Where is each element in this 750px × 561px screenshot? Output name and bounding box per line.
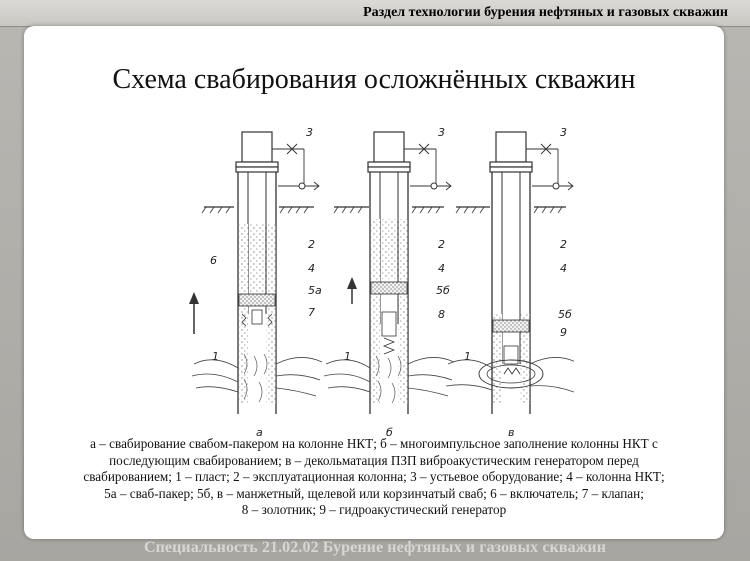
panel-b-label-3: 3 (438, 126, 445, 139)
panel-c-label-4: 4 (560, 262, 567, 275)
footer-specialty: Специальность 21.02.02 Бурение нефтяных … (143, 539, 607, 556)
caption-line: последующим свабированием; в – декольмат… (109, 452, 639, 468)
panel-c-letter: в (508, 426, 514, 439)
caption-line: а – свабирование свабом-пакером на колон… (90, 436, 658, 451)
panel-a-label-6: 6 (210, 254, 217, 267)
slide-title: Схема свабирования осложнённых скважин (112, 64, 636, 95)
panel-c-label-9: 9 (560, 326, 567, 339)
panel-b-label-5b: 5б (436, 284, 450, 297)
panel-b: 3 2 4 5б 8 1 б (323, 126, 455, 439)
diagram-caption: а – свабирование свабом-пакером на колон… (24, 436, 724, 519)
panel-b-label-2: 2 (438, 238, 445, 251)
caption-line: 8 – золотник; 9 – гидроакустический гене… (241, 502, 507, 518)
panel-a-label-3: 3 (306, 126, 313, 139)
section-title: Раздел технологии бурения нефтяных и газ… (363, 5, 728, 20)
panel-a-label-5a: 5а (308, 284, 322, 297)
caption-line: свабированием; 1 – пласт; 2 – эксплуатац… (83, 469, 665, 485)
panel-b-label-4: 4 (438, 262, 445, 275)
slide: Схема свабирования осложнённых скважин (24, 26, 724, 539)
panel-a-label-4: 4 (308, 262, 315, 275)
panel-c-label-1: 1 (464, 350, 471, 363)
panel-a: 3 2 6 4 5а 7 1 а (189, 126, 323, 439)
panel-a-label-7: 7 (308, 306, 315, 319)
panel-b-label-8: 8 (438, 308, 445, 321)
panel-c-label-3: 3 (560, 126, 567, 139)
panel-a-label-2: 2 (308, 238, 315, 251)
panel-c-label-5b: 5б (558, 308, 572, 321)
panel-c-label-2: 2 (560, 238, 567, 251)
caption-line: 5а – сваб-пакер; 5б, в – манжетный, щеле… (104, 485, 644, 501)
panel-b-label-1: 1 (344, 350, 351, 363)
header-bar: Раздел технологии бурения нефтяных и газ… (0, 0, 750, 27)
panel-b-letter: б (386, 426, 393, 439)
well-swabbing-diagram: 3 2 6 4 5а 7 1 а (189, 126, 574, 439)
panel-c: 3 2 4 5б 9 1 в (445, 126, 574, 439)
panel-a-label-1: 1 (212, 350, 219, 363)
panel-a-letter: а (256, 426, 263, 439)
